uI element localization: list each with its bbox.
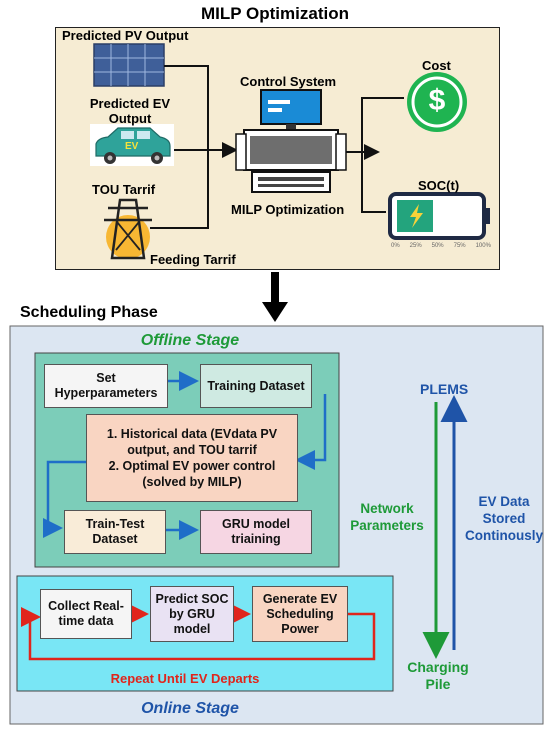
predict-soc-box: Predict SOC by GRU model [150,586,234,642]
ev-output-label: Predicted EV Output [89,96,171,126]
plems-label: PLEMS [420,381,469,397]
dollar-coin-icon [407,72,467,132]
ev-car-icon [90,124,174,166]
repeat-label: Repeat Until EV Departs [110,671,260,686]
battery-icon [388,192,490,240]
soc-tick-25: 25% [409,243,422,249]
gru-training-box: GRU model triaining [200,510,312,554]
train-test-dataset-box: Train-Test Dataset [64,510,166,554]
training-dataset-box: Training Dataset [200,364,312,408]
offline-stage-title: Offline Stage [140,332,240,349]
feeding-tariff-label: Feeding Tarrif [150,252,236,267]
soc-tick-75: 75% [453,243,466,249]
charging-pile-label: Charging Pile [407,659,469,692]
soc-tick-100: 100% [475,243,491,249]
soc-tick-50: 50% [431,243,444,249]
soc-tick-0: 0% [391,243,400,249]
historical-data-box: 1. Historical data (EVdata PV output, an… [86,414,298,502]
collect-data-box: Collect Real-time data [40,589,132,639]
milp-optimization-label: MILP Optimization [231,202,345,217]
generate-power-box: Generate EV Scheduling Power [252,586,348,642]
online-stage-title: Online Stage [141,700,239,717]
solar-panel-icon [93,43,165,87]
network-parameters-label: Network Parameters [350,501,424,533]
soc-label: SOC(t) [418,178,460,193]
cost-label: Cost [422,58,451,73]
computer-icon [235,89,347,193]
control-system-label: Control System [240,74,337,89]
milp-title: MILP Optimization [201,4,349,23]
transmission-tower-icon [104,198,152,260]
scheduling-title: Scheduling Phase [20,304,158,321]
pv-output-label: Predicted PV Output [62,28,189,43]
dollar-symbol: $ [428,84,446,117]
set-hyperparameters-box: Set Hyperparameters [44,364,168,408]
soc-tick-labels: 0% 25% 50% 75% 100% [391,243,491,249]
tou-tariff-label: TOU Tarrif [92,182,156,197]
ev-data-stored-label: EV Data Stored Continously [465,494,543,543]
ev-badge: EV [125,141,139,152]
